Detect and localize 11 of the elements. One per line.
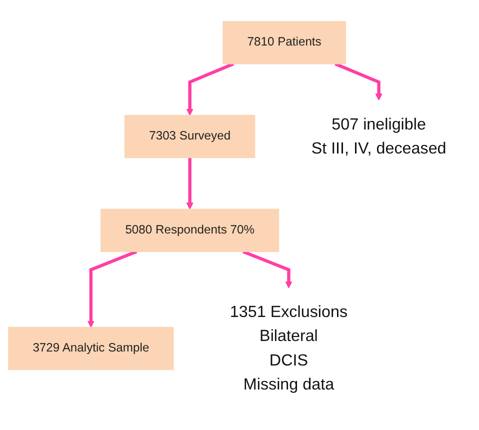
arrow xyxy=(186,62,234,116)
arrow xyxy=(87,250,138,328)
node-box: 7810 Patients xyxy=(222,20,346,64)
arrow xyxy=(242,250,292,288)
node-box: 5080 Respondents 70% xyxy=(100,208,280,252)
node-box: 7303 Surveyed xyxy=(124,114,256,158)
node-text: 507 ineligible St III, IV, deceased xyxy=(311,115,446,158)
node-text: 1351 Exclusions Bilateral DCIS Missing data xyxy=(230,303,348,394)
arrow xyxy=(334,62,382,100)
arrow xyxy=(186,157,194,210)
node-box: 3729 Analytic Sample xyxy=(8,326,174,370)
